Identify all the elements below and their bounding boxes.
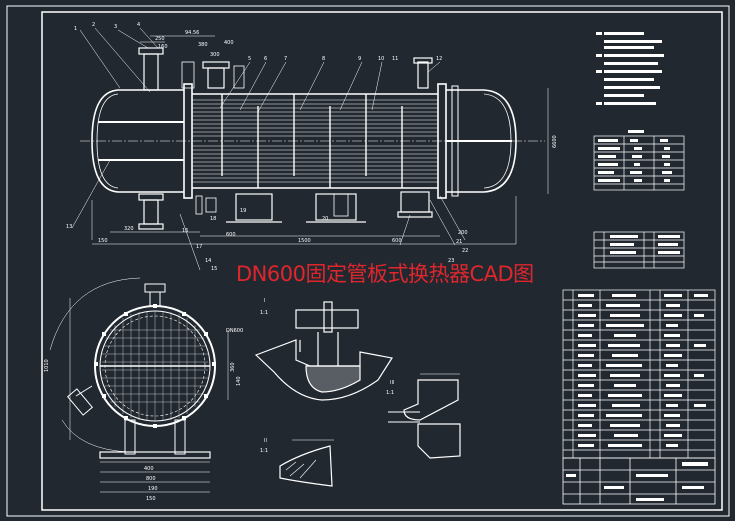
leader-18: 18 [210, 216, 216, 222]
dim-end-5: 150 [146, 496, 156, 502]
leader-17: 17 [196, 244, 202, 250]
leader-labels: 1 2 3 4 5 6 7 8 9 10 11 12 13 14 15 16 1… [66, 22, 558, 272]
leader-19: 19 [240, 208, 246, 214]
leader-21: 21 [456, 239, 462, 245]
leader-13: 13 [66, 224, 72, 230]
leader-4: 4 [137, 22, 140, 28]
dim-end-4: 190 [148, 486, 158, 492]
leader-7: 7 [284, 56, 287, 62]
section-scale-3: 1:1 [386, 390, 394, 396]
detail-3 [388, 373, 461, 459]
parts-list-cells [578, 294, 708, 447]
baffles [221, 94, 403, 188]
dim-top-1: 94.56 [185, 30, 199, 36]
dim-height: 6600 [552, 135, 558, 148]
detail-2-labels: II 1:1 [260, 438, 268, 454]
detail-3-labels: III 1:1 [386, 380, 394, 396]
dim-top-4: 380 [198, 42, 208, 48]
leader-23: 23 [448, 258, 454, 264]
saddle-supports [226, 193, 366, 223]
section-scale-1: 1:1 [260, 310, 268, 316]
leader-10: 10 [378, 56, 384, 62]
dim-bottom-5: 600 [392, 238, 402, 244]
dim-top-3: 160 [158, 44, 168, 50]
dim-top-5: 300 [210, 52, 220, 58]
leader-20: 20 [322, 216, 328, 222]
leader-22: 22 [462, 248, 468, 254]
dim-bottom-4: 1500 [298, 238, 311, 244]
leader-2: 2 [92, 22, 95, 28]
dim-top-2: 250 [155, 36, 165, 42]
drawing-frame [6, 5, 730, 517]
dim-end-1: 1010 [44, 359, 50, 372]
leader-16: 16 [182, 228, 188, 234]
end-view-labels: 1010 400 800 190 150 360 140 DN600 [44, 328, 243, 502]
section-label-2: II [264, 438, 267, 444]
dim-bottom-2: 320 [124, 226, 134, 232]
leader-9: 9 [358, 56, 361, 62]
dim-bottom-6: 200 [458, 230, 468, 236]
leader-3: 3 [114, 24, 117, 30]
dn-label: DN600 [226, 328, 243, 334]
title-block-cells [566, 462, 708, 501]
leader-5: 5 [248, 56, 251, 62]
technical-notes [596, 32, 664, 105]
detail-1-labels: I 1:1 [260, 298, 268, 316]
leader-lines [71, 27, 549, 271]
dim-bottom-3: 600 [226, 232, 236, 238]
section-label-3: III [390, 380, 394, 386]
end-view-bolts [94, 304, 216, 428]
dim-end-3: 800 [146, 476, 156, 482]
nozzle-table-cells [610, 235, 680, 254]
drawing-title: DN600固定管板式换热器CAD图 [236, 262, 534, 286]
parts-list-table [562, 289, 716, 459]
dim-end-6: 360 [230, 362, 236, 372]
leader-11: 11 [392, 56, 398, 62]
leader-1: 1 [74, 26, 77, 32]
dim-end-2: 400 [144, 466, 154, 472]
detail-2 [279, 439, 334, 487]
dim-top-6: 400 [224, 40, 234, 46]
leader-14: 14 [205, 258, 211, 264]
design-data-table-cells [598, 130, 672, 182]
end-view-tube-grid [100, 311, 210, 421]
leader-12: 12 [436, 56, 442, 62]
design-data-table [593, 135, 685, 191]
nozzles [138, 47, 433, 230]
leader-15: 15 [211, 266, 217, 272]
title-block [562, 457, 716, 505]
pass-partition [98, 121, 512, 161]
section-scale-2: 1:1 [260, 448, 268, 454]
dim-bottom-1: 150 [98, 238, 108, 244]
tube-bundle [192, 99, 438, 183]
nozzle-table [593, 231, 685, 269]
leader-8: 8 [322, 56, 325, 62]
detail-1 [254, 301, 393, 401]
dim-end-7: 140 [236, 376, 242, 386]
section-label-1: I [264, 298, 265, 304]
leader-6: 6 [264, 56, 267, 62]
